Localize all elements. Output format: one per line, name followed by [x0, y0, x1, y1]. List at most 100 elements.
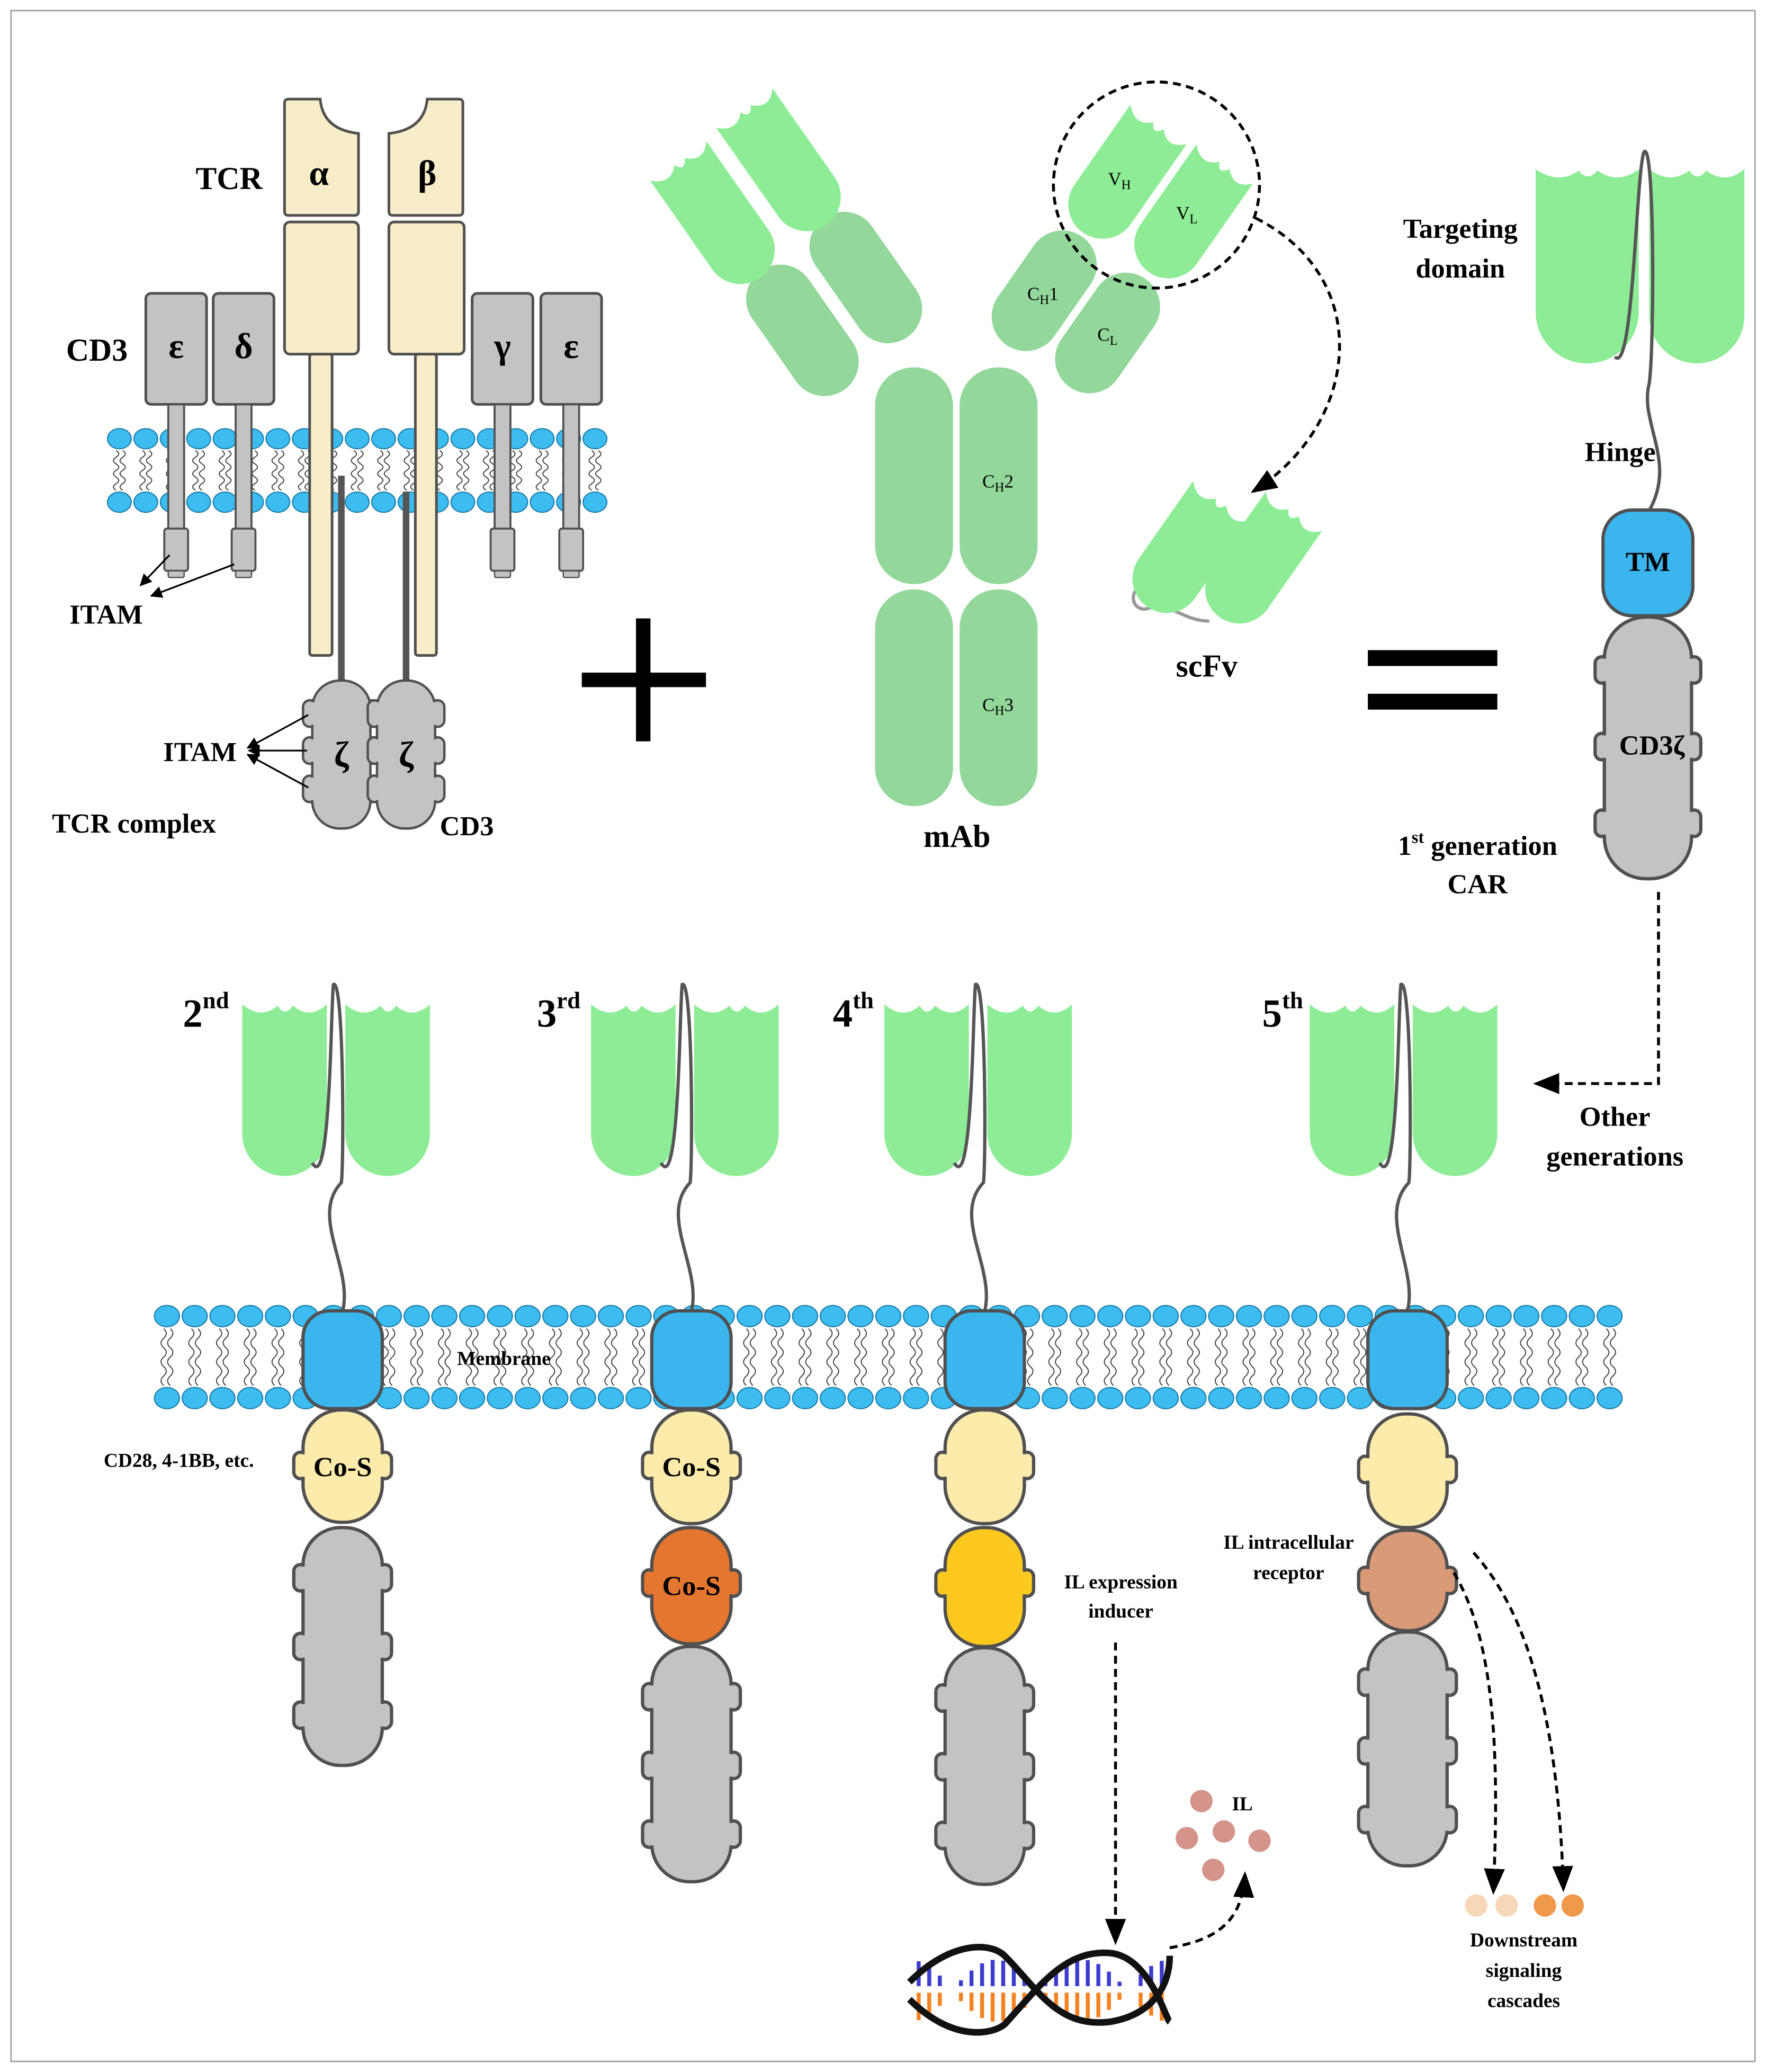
lipid-tail: [463, 450, 470, 491]
lipid-tail: [1575, 1328, 1582, 1386]
scfv-vh: [1132, 481, 1250, 613]
lipid-head: [1263, 1387, 1290, 1409]
lipid-head: [237, 1387, 264, 1409]
gen-2-car-scfv-vh: [242, 1004, 327, 1176]
mab-labels: VH VL CH1 CL CH2 CH3 scFv mAb: [924, 168, 1238, 854]
tm-label: TM: [1626, 547, 1670, 577]
lipid-tail: [465, 1328, 472, 1386]
lipid-tail: [777, 1328, 784, 1386]
lipid-tail: [250, 1328, 257, 1386]
cd3-label: CD3: [66, 333, 128, 368]
lipid-tail: [1221, 1328, 1228, 1386]
mab-vl-left: [716, 88, 841, 231]
lipid-tail: [909, 1328, 916, 1386]
lipid-head: [345, 491, 370, 513]
lipid-tail: [192, 450, 199, 491]
lipid-tail: [595, 450, 602, 491]
dna-strand: [907, 1949, 1172, 2036]
shapes: [139, 80, 1745, 2036]
generation-labels: 2nd 3rd 4th 5th Membrane CD28, 4-1BB, et…: [104, 987, 1577, 2012]
lipid-head: [106, 428, 132, 450]
lipid-tail: [854, 1328, 860, 1386]
lipid-head: [106, 491, 132, 513]
lipid-tail: [588, 450, 595, 491]
lipid-head: [1541, 1387, 1567, 1409]
mab-ch1-left: [746, 264, 859, 396]
itam-arrow: [246, 754, 309, 789]
alpha-label: α: [309, 153, 329, 193]
lipid-tail: [1048, 1328, 1055, 1386]
lipid-head: [1125, 1387, 1151, 1409]
tcr-beta-constant: [387, 220, 466, 356]
gen-2-car-segment-2: [292, 1525, 393, 1767]
dna-icon: [907, 1944, 1173, 2036]
lipid-head: [1319, 1305, 1346, 1328]
lipid-tail: [456, 450, 463, 491]
lipid-head: [1235, 1305, 1262, 1328]
lipid-head: [186, 491, 211, 513]
lipid-tail: [222, 1328, 229, 1386]
gen-5-car-segment-2: [1357, 1528, 1458, 1632]
gen-4-car-segment-1: [934, 1408, 1036, 1525]
lipid-tail: [1298, 1328, 1305, 1386]
chain-bump-fill: [644, 1571, 739, 1595]
epsilon-label-left: ε: [168, 326, 184, 366]
lipid-head: [345, 428, 370, 450]
cd3-epsilon-right-tail: [562, 570, 580, 578]
lipid-head: [209, 1305, 236, 1328]
gen-3-car-hinge: [659, 983, 695, 1311]
plus-sign-horizontal: [581, 672, 706, 687]
gen-2-car-scfv-vl: [345, 1004, 430, 1176]
lipid-head: [1319, 1387, 1346, 1409]
mab-cl-left: [809, 211, 922, 344]
lipid-tail: [770, 1328, 777, 1386]
gen-4-car-segment-2: [934, 1525, 1036, 1648]
lipid-head: [1069, 1387, 1096, 1409]
itam-label-top: ITAM: [69, 600, 143, 630]
gen-2-car-hinge: [310, 983, 346, 1311]
gen-3-car-tm: [650, 1309, 733, 1410]
lipid-head: [514, 1305, 541, 1328]
downstream-label-2: signaling: [1486, 1960, 1562, 1981]
other-generations-label-1: Other: [1580, 1102, 1651, 1132]
lipid-head: [375, 1305, 402, 1328]
other-generations-label-2: generations: [1546, 1141, 1683, 1172]
lipid-head: [431, 1387, 458, 1409]
other-generations-arrow: [1533, 892, 1660, 1094]
lipid-tail: [1353, 1328, 1360, 1386]
lipid-head: [209, 1387, 236, 1409]
lipid-tail: [743, 1328, 750, 1386]
lipid-tail: [1270, 1328, 1277, 1386]
lipid-tail: [410, 450, 417, 491]
lipid-tail: [1166, 1328, 1172, 1386]
lipid-tail: [113, 450, 120, 491]
mab-ch2-left: [875, 367, 953, 584]
lipid-tail: [937, 1328, 944, 1386]
lipid-tail: [1277, 1328, 1284, 1386]
lipid-tail: [1187, 1328, 1194, 1386]
lipid-head: [1291, 1387, 1318, 1409]
targeting-domain-label-1: Targeting: [1403, 213, 1518, 244]
lipid-tail: [1547, 1328, 1554, 1386]
lipid-head: [154, 1305, 180, 1328]
lipid-tail: [1076, 1328, 1082, 1386]
gen-3-car-segment-1: [641, 1408, 742, 1525]
lipid-head: [154, 1387, 180, 1409]
lipid-tail: [146, 450, 153, 491]
lipid-tail: [351, 450, 357, 491]
lipid-head: [582, 491, 608, 513]
itam-arrow: [139, 554, 171, 586]
lipid-head: [1208, 1387, 1234, 1409]
lipid-head: [237, 1305, 264, 1328]
cd3-gamma-stem: [494, 403, 512, 532]
lipid-tail: [1249, 1328, 1256, 1386]
lipid-tail: [489, 450, 496, 491]
lipid-head: [212, 428, 238, 450]
lipid-tail: [188, 1328, 195, 1386]
lipid-head: [530, 491, 555, 513]
lipid-tail: [417, 1328, 424, 1386]
lipid-tail: [1554, 1328, 1561, 1386]
lipid-head: [819, 1305, 846, 1328]
tcr-alpha-stem: [308, 353, 334, 657]
lipid-tail: [389, 1328, 396, 1386]
